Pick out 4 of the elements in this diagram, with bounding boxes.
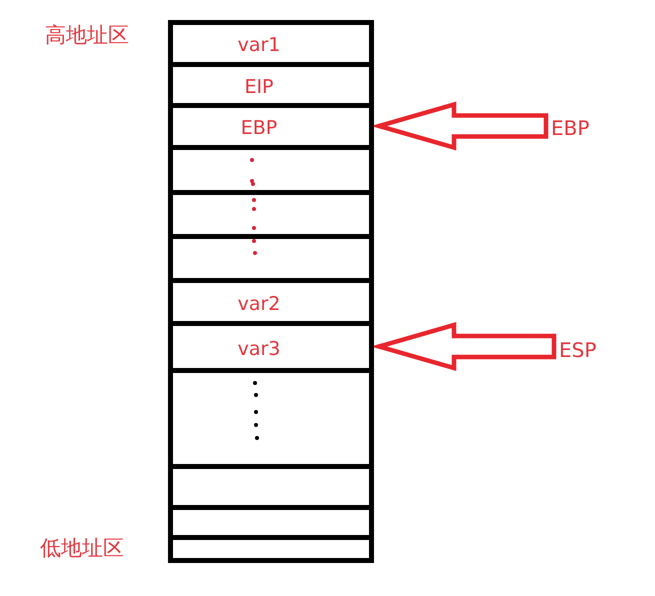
address-label: 高地址区 bbox=[45, 23, 129, 47]
register-label: ESP bbox=[559, 339, 596, 361]
address-label: 低地址区 bbox=[40, 536, 124, 560]
register-label: EBP bbox=[551, 117, 590, 139]
